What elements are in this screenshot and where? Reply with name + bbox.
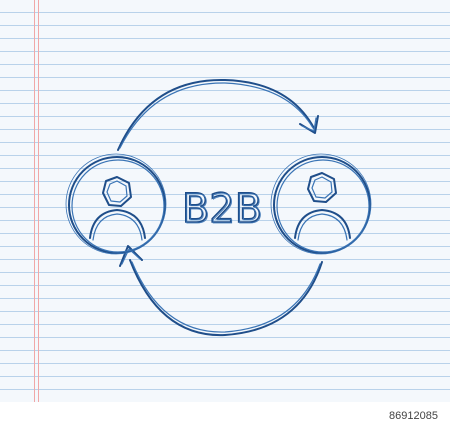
left-person-icon [65,153,167,255]
bottom-arrow-icon [119,245,323,337]
stock-id: 86912085 [389,410,438,422]
b2b-label-shadow: B2B [183,187,263,233]
top-arrow-icon [117,78,319,151]
right-person-icon [270,153,372,255]
margin-line [34,0,35,428]
footer-strip: 86912085 [0,402,450,428]
b2b-label: B2B [182,186,262,232]
margin-line [38,0,39,428]
